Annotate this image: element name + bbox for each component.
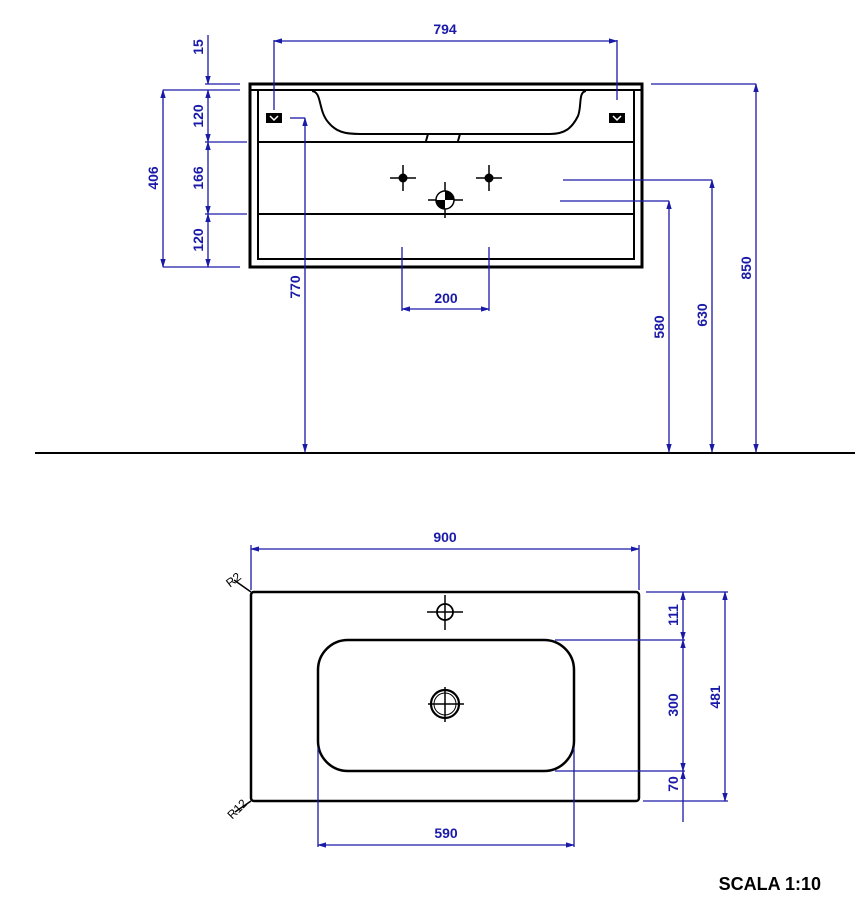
back-corner-radius: R2 — [223, 569, 244, 590]
dim-basin-depth: 300 — [665, 693, 681, 717]
dim-top-thickness: 15 — [190, 39, 206, 55]
dim-overflow-spacing: 794 — [433, 21, 457, 37]
dim-basin-width: 590 — [434, 825, 458, 841]
dim-drawer-middle: 166 — [190, 166, 206, 190]
fixing-bracket-right-icon — [609, 113, 625, 123]
dim-floor-to-fixing: 770 — [287, 275, 303, 299]
tap-hole-icon — [427, 595, 463, 630]
dim-back-margin: 111 — [665, 604, 681, 626]
water-supply-left-icon — [390, 165, 416, 191]
basin-profile — [311, 90, 587, 135]
dim-floor-to-drain: 580 — [651, 315, 667, 339]
dim-floor-to-supply: 630 — [694, 303, 710, 327]
cabinet-inner — [257, 89, 635, 260]
vanity-top-outline — [249, 590, 641, 803]
dim-floor-to-top: 850 — [738, 256, 754, 280]
elevation-view: 794 15 120 166 120 406 770 200 580 630 8… — [35, 21, 855, 454]
drain-outlet-icon — [428, 182, 463, 218]
dim-drawer-bottom: 120 — [190, 228, 206, 252]
plan-view: R2 R12 900 111 300 70 481 — [223, 529, 728, 848]
dim-tap-spacing: 200 — [434, 290, 458, 306]
fixing-bracket-left-icon — [266, 113, 282, 123]
drain-hole-icon — [428, 687, 464, 722]
cabinet-outline — [248, 82, 644, 269]
water-supply-right-icon — [476, 165, 502, 191]
dim-front-margin: 70 — [665, 776, 681, 792]
dim-cabinet-height: 406 — [145, 166, 161, 190]
dim-total-depth: 481 — [707, 685, 723, 709]
dim-drawer-top: 120 — [190, 104, 206, 128]
scale-label: SCALA 1:10 — [718, 874, 821, 894]
front-corner-radius: R12 — [224, 796, 250, 822]
basin-bowl-outline — [316, 638, 576, 773]
dim-total-width: 900 — [433, 529, 457, 545]
